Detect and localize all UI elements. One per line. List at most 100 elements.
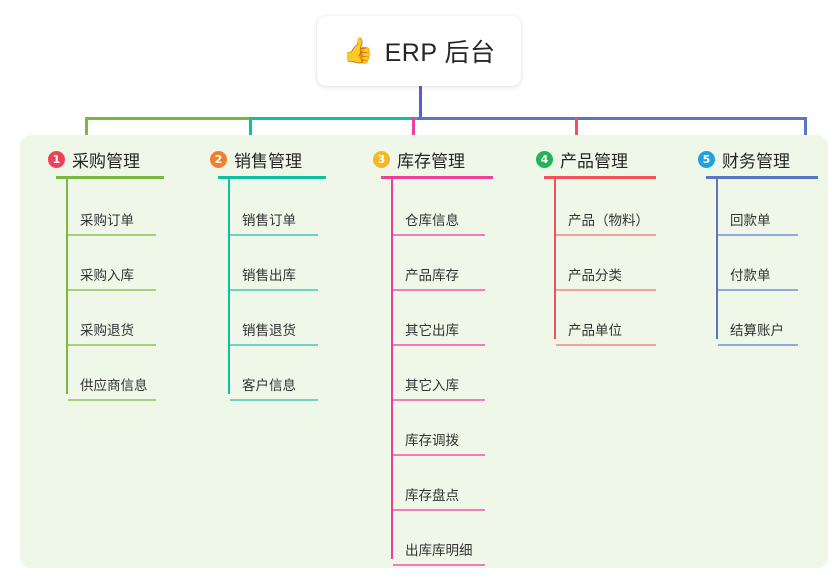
branch-column-5: 5 财务管理回款单付款单结算账户: [688, 147, 828, 346]
leaf-item[interactable]: 采购退货: [68, 319, 156, 346]
branch-header-1[interactable]: 1 采购管理: [38, 147, 188, 171]
branch-trunk-1: [66, 176, 68, 394]
branch-badge-5: 5: [698, 150, 715, 168]
branch-header-4[interactable]: 4 产品管理: [526, 147, 676, 171]
leaf-underline: [230, 289, 318, 291]
leaf-item[interactable]: 结算账户: [718, 319, 798, 346]
leaf-label: 客户信息: [242, 378, 296, 393]
leaf-label: 供应商信息: [80, 378, 148, 393]
root-title: ERP 后台: [384, 39, 496, 67]
leaf-label: 其它出库: [405, 323, 459, 338]
branch-title-5: 财务管理: [722, 151, 790, 171]
leaf-label: 结算账户: [730, 323, 784, 338]
leaf-label: 采购订单: [80, 213, 134, 228]
leaf-underline: [393, 234, 485, 236]
leaf-label: 库存调拨: [405, 433, 459, 448]
leaf-label: 销售出库: [242, 268, 296, 283]
branch-underline-4: [544, 176, 656, 179]
leaf-underline: [718, 289, 798, 291]
leaf-label: 采购入库: [80, 268, 134, 283]
leaf-underline: [393, 289, 485, 291]
leaf-underline: [68, 344, 156, 346]
leaf-item[interactable]: 其它入库: [393, 374, 485, 401]
leaf-item[interactable]: 产品（物料）: [556, 209, 656, 236]
leaf-underline: [230, 234, 318, 236]
root-node[interactable]: 👍 ERP 后台: [317, 16, 521, 86]
leaf-underline: [556, 344, 656, 346]
branch-header-3[interactable]: 3 库存管理: [363, 147, 513, 171]
branch-header-2[interactable]: 2 销售管理: [200, 147, 350, 171]
leaf-label: 产品单位: [568, 323, 622, 338]
branches-panel: [20, 135, 828, 568]
leaf-item[interactable]: 其它出库: [393, 319, 485, 346]
leaf-item[interactable]: 产品库存: [393, 264, 485, 291]
branch-underline-5: [706, 176, 818, 179]
branch-column-1: 1 采购管理采购订单采购入库采购退货供应商信息: [38, 147, 188, 401]
leaf-underline: [556, 289, 656, 291]
root-stem-connector: [419, 86, 422, 119]
leaf-item[interactable]: 销售出库: [230, 264, 318, 291]
branch-trunk-4: [554, 176, 556, 339]
leaf-label: 采购退货: [80, 323, 134, 338]
branch-column-4: 4 产品管理产品（物料） 产品分类产品单位: [526, 147, 676, 346]
leaf-item[interactable]: 销售订单: [230, 209, 318, 236]
leaf-underline: [393, 344, 485, 346]
leaf-item[interactable]: 销售退货: [230, 319, 318, 346]
leaf-label: 仓库信息: [405, 213, 459, 228]
leaf-underline: [718, 344, 798, 346]
leaf-item[interactable]: 库存盘点: [393, 484, 485, 511]
branch-column-3: 3 库存管理仓库信息产品库存其它出库其它入库库存调拨库存盘点出库库明细: [363, 147, 513, 566]
bus-segment-1: [85, 117, 251, 120]
leaf-underline: [393, 564, 485, 566]
leaf-label: 付款单: [730, 268, 771, 283]
leaf-label: 出库库明细: [405, 543, 473, 558]
leaf-underline: [68, 289, 156, 291]
branch-title-2: 销售管理: [234, 151, 302, 171]
leaf-item[interactable]: 付款单: [718, 264, 798, 291]
branch-underline-1: [56, 176, 164, 179]
bus-segment-3: [417, 117, 807, 120]
leaf-item[interactable]: 采购订单: [68, 209, 156, 236]
leaf-item[interactable]: 供应商信息: [68, 374, 156, 401]
leaf-item[interactable]: 产品分类: [556, 264, 656, 291]
leaf-label: 销售订单: [242, 213, 296, 228]
branch-title-4: 产品管理: [560, 151, 628, 171]
leaf-underline: [230, 344, 318, 346]
leaf-label: 产品（物料）: [568, 213, 649, 228]
bus-segment-2: [249, 117, 419, 120]
leaf-underline: [556, 234, 656, 236]
leaf-underline: [68, 399, 156, 401]
leaf-label: 产品分类: [568, 268, 622, 283]
leaf-item[interactable]: 回款单: [718, 209, 798, 236]
leaf-label: 库存盘点: [405, 488, 459, 503]
branch-badge-1: 1: [48, 150, 65, 168]
thumbs-up-icon: 👍: [342, 36, 374, 65]
leaf-item[interactable]: 出库库明细: [393, 539, 485, 566]
branch-trunk-3: [391, 176, 393, 559]
leaf-underline: [718, 234, 798, 236]
leaf-label: 回款单: [730, 213, 771, 228]
branch-column-2: 2 销售管理销售订单销售出库销售退货客户信息: [200, 147, 350, 401]
leaf-underline: [393, 399, 485, 401]
branch-badge-2: 2: [210, 150, 227, 168]
branch-header-5[interactable]: 5 财务管理: [688, 147, 828, 171]
leaf-item[interactable]: 仓库信息: [393, 209, 485, 236]
branch-badge-4: 4: [536, 150, 553, 168]
leaf-item[interactable]: 库存调拨: [393, 429, 485, 456]
branch-title-3: 库存管理: [397, 151, 465, 171]
leaf-item[interactable]: 产品单位: [556, 319, 656, 346]
leaf-underline: [393, 454, 485, 456]
leaf-item[interactable]: 客户信息: [230, 374, 318, 401]
branch-trunk-2: [228, 176, 230, 394]
leaf-underline: [230, 399, 318, 401]
leaf-underline: [393, 509, 485, 511]
leaf-underline: [68, 234, 156, 236]
leaf-label: 销售退货: [242, 323, 296, 338]
branch-title-1: 采购管理: [72, 151, 140, 171]
leaf-item[interactable]: 采购入库: [68, 264, 156, 291]
leaf-label: 产品库存: [405, 268, 459, 283]
leaf-label: 其它入库: [405, 378, 459, 393]
branch-trunk-5: [716, 176, 718, 339]
branch-badge-3: 3: [373, 150, 390, 168]
